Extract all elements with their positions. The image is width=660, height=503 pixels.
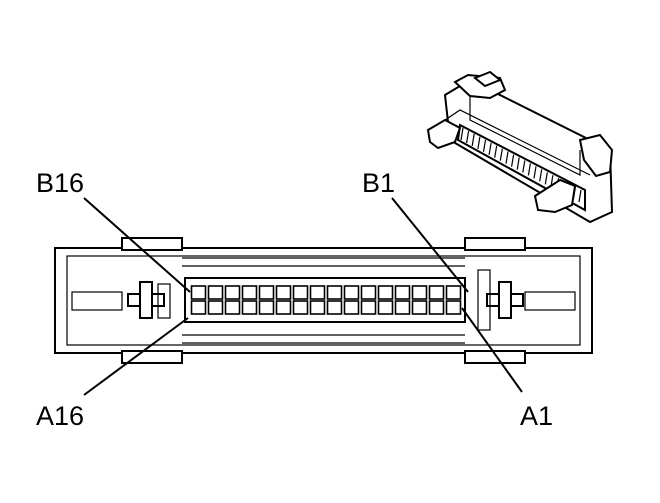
connector-3d-top-latch-tab (473, 70, 502, 88)
pin-cavity-a14 (224, 300, 241, 315)
pin-cavity-a1 (445, 300, 462, 315)
connector-3d-pin (471, 133, 475, 146)
pin-cavity-a7 (343, 300, 360, 315)
pin-cavity-b7 (343, 285, 360, 300)
pin-cavity-b1 (445, 285, 462, 300)
pin-cavity-b3 (411, 285, 428, 300)
pin-cavity-a15 (207, 300, 224, 315)
connector-3d-pin (539, 169, 543, 182)
connector-3d-pin (516, 157, 520, 170)
connector-bottom-tab-right (464, 350, 526, 364)
connector-3d-view (426, 70, 614, 224)
connector-pin-block (184, 277, 466, 323)
pin-cavity-b10 (292, 285, 309, 300)
pin-cavity-b13 (241, 285, 258, 300)
connector-3d-pin (533, 166, 537, 179)
pin-cavity-b8 (326, 285, 343, 300)
connector-end-slot-left (71, 291, 123, 311)
pin-cavity-a6 (360, 300, 377, 315)
connector-3d-pin (511, 154, 515, 167)
leader-b16 (83, 197, 191, 293)
pin-cavity-a16 (190, 300, 207, 315)
pin-cavity-a2 (428, 300, 445, 315)
connector-bottom-tab-left (121, 350, 183, 364)
connector-end-slot-right (524, 291, 576, 311)
leader-a1 (461, 307, 523, 393)
connector-3d-bottom-latch (533, 178, 577, 214)
connector-top-tab-left (121, 237, 183, 251)
connector-3d-pin (466, 130, 470, 144)
connector-3d-edge (469, 96, 581, 176)
connector-3d-pin (494, 145, 498, 158)
connector-3d-pin (477, 136, 481, 149)
connector-inner-shell (66, 255, 581, 346)
label-a1: A1 (520, 401, 553, 431)
connector-lock-right (477, 269, 524, 331)
connector-3d-edge-2 (444, 109, 591, 176)
pin-cavity-b15 (207, 285, 224, 300)
connector-3d-pin (505, 151, 509, 164)
pin-cavity-a10 (292, 300, 309, 315)
label-b1: B1 (362, 168, 395, 198)
connector-3d-pin (527, 163, 531, 176)
connector-3d-pin (488, 142, 492, 155)
pin-cavity-b11 (275, 285, 292, 300)
connector-3d-pin (482, 139, 487, 152)
pin-row-a (190, 300, 462, 315)
pin-cavity-b9 (309, 285, 326, 300)
pin-cavity-b5 (377, 285, 394, 300)
pin-cavity-b16 (190, 285, 207, 300)
connector-face-view (54, 237, 593, 364)
pin-cavity-a9 (309, 300, 326, 315)
pin-row-b (190, 285, 462, 300)
connector-3d-pin (460, 127, 464, 141)
label-a16: A16 (36, 401, 84, 431)
connector-top-tab-right (464, 237, 526, 251)
pin-cavity-a11 (275, 300, 292, 315)
leader-b1 (391, 197, 469, 293)
connector-3d-pin (522, 160, 526, 173)
leader-a16 (83, 317, 189, 396)
pin-cavity-a12 (258, 300, 275, 315)
pin-cavity-b4 (394, 285, 411, 300)
pin-cavity-a13 (241, 300, 258, 315)
pin-cavity-a4 (394, 300, 411, 315)
pin-cavity-a3 (411, 300, 428, 315)
leader-lines (83, 197, 523, 396)
pin-cavity-a8 (326, 300, 343, 315)
label-b16: B16 (36, 168, 84, 198)
connector-lock-left (127, 281, 171, 319)
connector-3d-pin (499, 148, 503, 161)
connector-3d-right-ear (578, 133, 614, 178)
pin-cavity-a5 (377, 300, 394, 315)
connector-3d-pin (578, 189, 582, 203)
connector-3d-pin (544, 172, 548, 185)
pin-cavity-b12 (258, 285, 275, 300)
pin-cavity-b2 (428, 285, 445, 300)
pin-cavity-b6 (360, 285, 377, 300)
pin-cavity-b14 (224, 285, 241, 300)
